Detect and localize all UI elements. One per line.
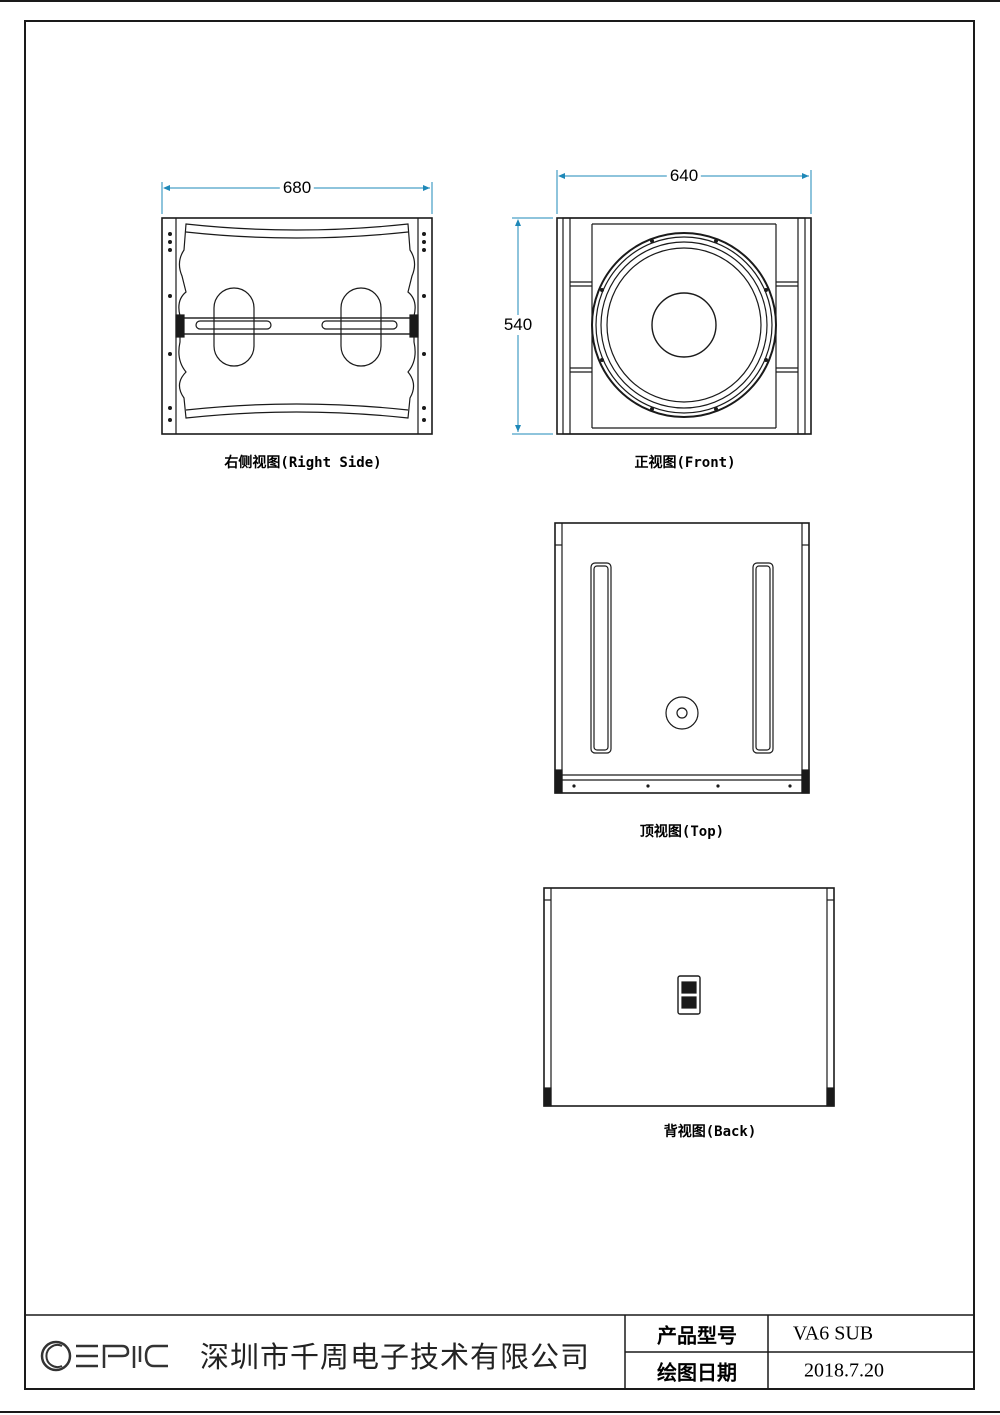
top-view [554, 522, 810, 794]
sheet-bottom-edge [0, 1411, 1000, 1413]
top-caption: 顶视图(Top) [639, 824, 725, 840]
dimension-640-label: 640 [666, 166, 702, 186]
date-label: 绘图日期 [657, 1360, 737, 1385]
date-value: 2018.7.20 [804, 1359, 884, 1382]
right-side-caption: 右侧视图(Right Side) [224, 455, 382, 471]
title-block-grid [24, 1314, 975, 1390]
model-label: 产品型号 [657, 1323, 737, 1348]
eric-logo [40, 1340, 168, 1372]
model-value: VA6 SUB [792, 1322, 874, 1345]
drawing-frame [24, 20, 975, 1390]
front-view [556, 217, 812, 435]
dimension-680-label: 680 [279, 178, 315, 198]
dimension-540-label: 540 [500, 315, 536, 335]
right-side-view [161, 217, 433, 435]
company-name: 深圳市千周电子技术有限公司 [200, 1340, 591, 1374]
sheet-top-edge [0, 0, 1000, 2]
back-view [543, 887, 835, 1107]
back-caption: 背视图(Back) [663, 1124, 757, 1140]
front-caption: 正视图(Front) [634, 455, 736, 471]
